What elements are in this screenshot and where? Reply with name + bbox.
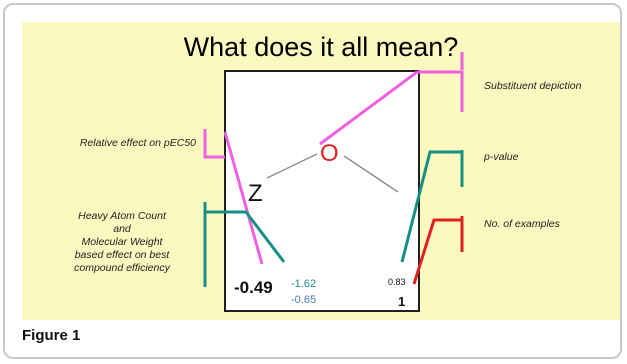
pec50-bracket bbox=[203, 129, 225, 159]
pec50-label: Relative effect on pEC50 bbox=[79, 137, 196, 149]
bond-o-r bbox=[343, 155, 399, 193]
mw-effect-value: -0.65 bbox=[291, 294, 317, 306]
examples-pointer-line bbox=[412, 218, 462, 285]
substituent-label: Substituent depiction bbox=[484, 80, 582, 92]
effect-value: -0.49 bbox=[234, 278, 273, 297]
atom-z: Z bbox=[248, 180, 263, 207]
efficiency-label-line: Molecular Weight bbox=[81, 236, 163, 248]
figure-slide: What does it all mean? Z O -0.49 -1.62 -… bbox=[22, 22, 620, 320]
figure-caption: Figure 1 bbox=[22, 327, 81, 344]
pvalue-label: p-value bbox=[484, 151, 519, 163]
annotation-lines bbox=[203, 52, 464, 287]
substituent-box bbox=[224, 70, 420, 312]
efficiency-label-line: compound efficiency bbox=[74, 262, 170, 274]
pvalue-pointer-line bbox=[400, 150, 462, 263]
p-value: 0.83 bbox=[388, 277, 406, 287]
efficiency-label-line: and bbox=[113, 223, 131, 235]
bond-z-o bbox=[266, 153, 318, 179]
efficiency-label: Heavy Atom Count and Molecular Weight ba… bbox=[52, 210, 192, 275]
atom-o: O bbox=[320, 140, 339, 167]
hac-effect-value: -1.62 bbox=[291, 278, 317, 290]
efficiency-bracket bbox=[203, 202, 286, 263]
pec50-pointer-line bbox=[223, 131, 264, 265]
examples-value: 1 bbox=[398, 294, 406, 309]
substituent-pointer-line bbox=[319, 70, 418, 146]
efficiency-label-line: Heavy Atom Count bbox=[78, 210, 166, 222]
slide-title: What does it all mean? bbox=[183, 32, 459, 62]
efficiency-label-line: based effect on best bbox=[74, 249, 170, 261]
substituent-bracket bbox=[417, 70, 464, 112]
examples-label: No. of examples bbox=[484, 218, 560, 230]
